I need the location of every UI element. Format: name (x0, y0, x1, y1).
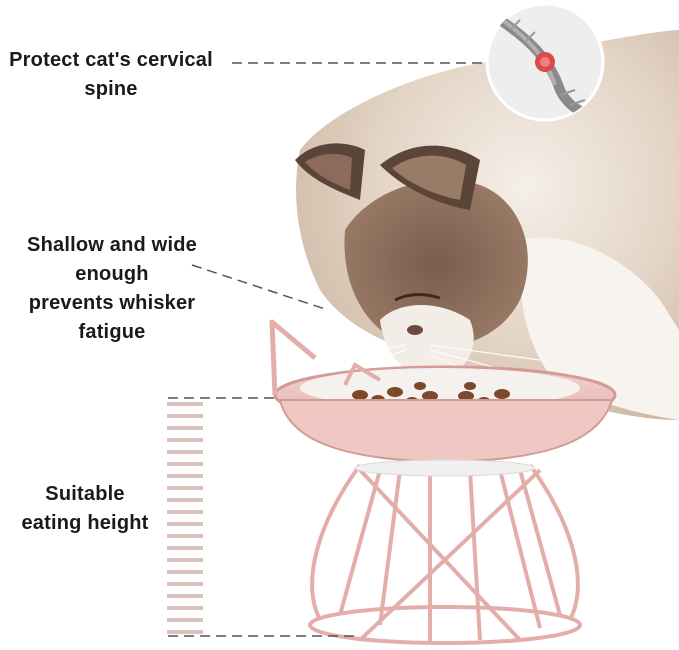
callout-whisker-line-2: enough (75, 263, 149, 285)
callout-whisker-line-4: fatigue (78, 321, 146, 343)
spine-inset (485, 2, 605, 122)
callout-spine-line-2: spine (84, 78, 138, 100)
height-ruler (167, 402, 203, 634)
callout-whisker-line-3: prevents whisker (28, 292, 196, 314)
cat-illustration (295, 30, 679, 420)
callout-height-line-1: Suitable (45, 483, 125, 505)
callout-whisker-line-1: Shallow and wide (27, 234, 197, 256)
callout-lines (168, 62, 488, 637)
callout-spine: Protect cat's cervical spine (0, 46, 222, 104)
raised-cat-bowl (269, 319, 617, 645)
callout-height-line-2: eating height (21, 512, 149, 534)
callout-spine-line-1: Protect cat's cervical (9, 49, 213, 71)
callout-height: Suitable eating height (8, 480, 162, 538)
callout-whisker: Shallow and wide enough prevents whisker… (10, 231, 214, 347)
